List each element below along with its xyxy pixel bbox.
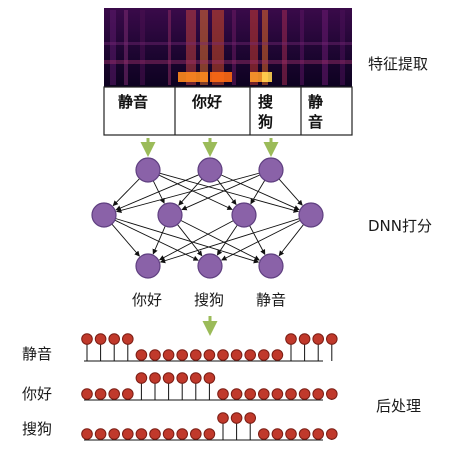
decision-marker bbox=[285, 428, 297, 440]
decision-marker bbox=[230, 388, 243, 400]
decision-marker bbox=[190, 428, 202, 440]
decision-marker bbox=[162, 428, 175, 440]
network-node bbox=[258, 253, 284, 279]
decision-marker bbox=[203, 372, 216, 384]
row-label: 你好 bbox=[22, 385, 52, 403]
decision-marker bbox=[230, 349, 243, 361]
decision-marker bbox=[162, 349, 175, 361]
decision-marker bbox=[244, 412, 256, 424]
decision-marker bbox=[217, 349, 229, 361]
decision-marker bbox=[217, 388, 229, 400]
decision-marker bbox=[135, 349, 148, 361]
decision-marker bbox=[108, 388, 120, 400]
decision-marker bbox=[122, 428, 134, 440]
segment-label-line: 搜 bbox=[258, 93, 274, 111]
input-arrows bbox=[140, 138, 279, 157]
network-node bbox=[91, 202, 117, 228]
feature-extraction-label: 特征提取 bbox=[368, 55, 428, 73]
network-nodes bbox=[91, 157, 324, 279]
decision-marker bbox=[149, 349, 161, 361]
decision-marker bbox=[326, 333, 338, 345]
decision-marker bbox=[203, 428, 216, 440]
network-edges bbox=[111, 172, 304, 264]
segment-label: 你好 bbox=[191, 93, 222, 111]
output-label: 你好 bbox=[132, 291, 162, 309]
spectrogram bbox=[104, 8, 352, 87]
decision-marker bbox=[176, 372, 188, 384]
decision-marker bbox=[271, 349, 284, 361]
segment-table: 静音 你好 搜 狗 静 音 bbox=[103, 86, 353, 136]
decision-marker bbox=[176, 349, 188, 361]
decision-marker bbox=[81, 428, 93, 440]
decision-marker bbox=[258, 349, 270, 361]
network-node bbox=[231, 202, 257, 228]
output-label: 静音 bbox=[256, 291, 286, 309]
decision-marker bbox=[108, 428, 120, 440]
decision-marker bbox=[271, 388, 284, 400]
decision-marker bbox=[244, 388, 256, 400]
decision-marker bbox=[190, 349, 202, 361]
decision-marker bbox=[230, 412, 243, 424]
network-node bbox=[135, 157, 161, 183]
decision-marker bbox=[217, 412, 229, 424]
decision-marker bbox=[135, 428, 148, 440]
decision-marker bbox=[326, 388, 338, 400]
decision-marker bbox=[81, 333, 93, 345]
decision-marker bbox=[94, 333, 107, 345]
decision-marker bbox=[122, 388, 134, 400]
decision-marker bbox=[135, 372, 148, 384]
segment-label: 静 音 bbox=[308, 93, 328, 131]
segment-label: 搜 狗 bbox=[258, 93, 278, 131]
decision-marker bbox=[271, 428, 284, 440]
row-label: 搜狗 bbox=[22, 420, 52, 438]
segment-label-line: 静 bbox=[308, 93, 323, 111]
segment-label-line: 音 bbox=[308, 113, 323, 131]
decision-marker bbox=[258, 388, 270, 400]
decision-marker bbox=[149, 428, 161, 440]
decision-marker bbox=[190, 372, 202, 384]
decision-marker bbox=[162, 372, 175, 384]
decision-marker bbox=[203, 349, 216, 361]
decision-marker bbox=[285, 333, 297, 345]
segment-label: 静音 bbox=[118, 93, 148, 111]
decision-marker bbox=[94, 388, 107, 400]
decision-marker bbox=[94, 428, 107, 440]
segment-label-line: 狗 bbox=[258, 113, 273, 131]
output-label: 搜狗 bbox=[194, 291, 224, 309]
decision-marker bbox=[149, 372, 161, 384]
decision-rows bbox=[81, 333, 338, 441]
decision-marker bbox=[326, 428, 338, 440]
dnn-scoring-label: DNN打分 bbox=[368, 217, 432, 235]
decision-marker bbox=[298, 388, 311, 400]
post-processing-label: 后处理 bbox=[376, 397, 421, 415]
decision-marker bbox=[312, 428, 325, 440]
network-node bbox=[298, 202, 324, 228]
decision-marker bbox=[285, 388, 297, 400]
decision-marker bbox=[108, 333, 120, 345]
network-node bbox=[157, 202, 183, 228]
decision-marker bbox=[312, 388, 325, 400]
decision-marker bbox=[298, 428, 311, 440]
decision-marker bbox=[244, 349, 256, 361]
network-node bbox=[197, 253, 223, 279]
decision-marker bbox=[176, 428, 188, 440]
decision-marker bbox=[298, 333, 311, 345]
row-label: 静音 bbox=[22, 345, 52, 363]
decision-marker bbox=[81, 388, 93, 400]
network-node bbox=[135, 253, 161, 279]
network-node bbox=[258, 157, 284, 183]
network-node bbox=[197, 157, 223, 183]
decision-marker bbox=[122, 333, 134, 345]
decision-marker bbox=[258, 428, 270, 440]
decision-marker bbox=[312, 333, 325, 345]
